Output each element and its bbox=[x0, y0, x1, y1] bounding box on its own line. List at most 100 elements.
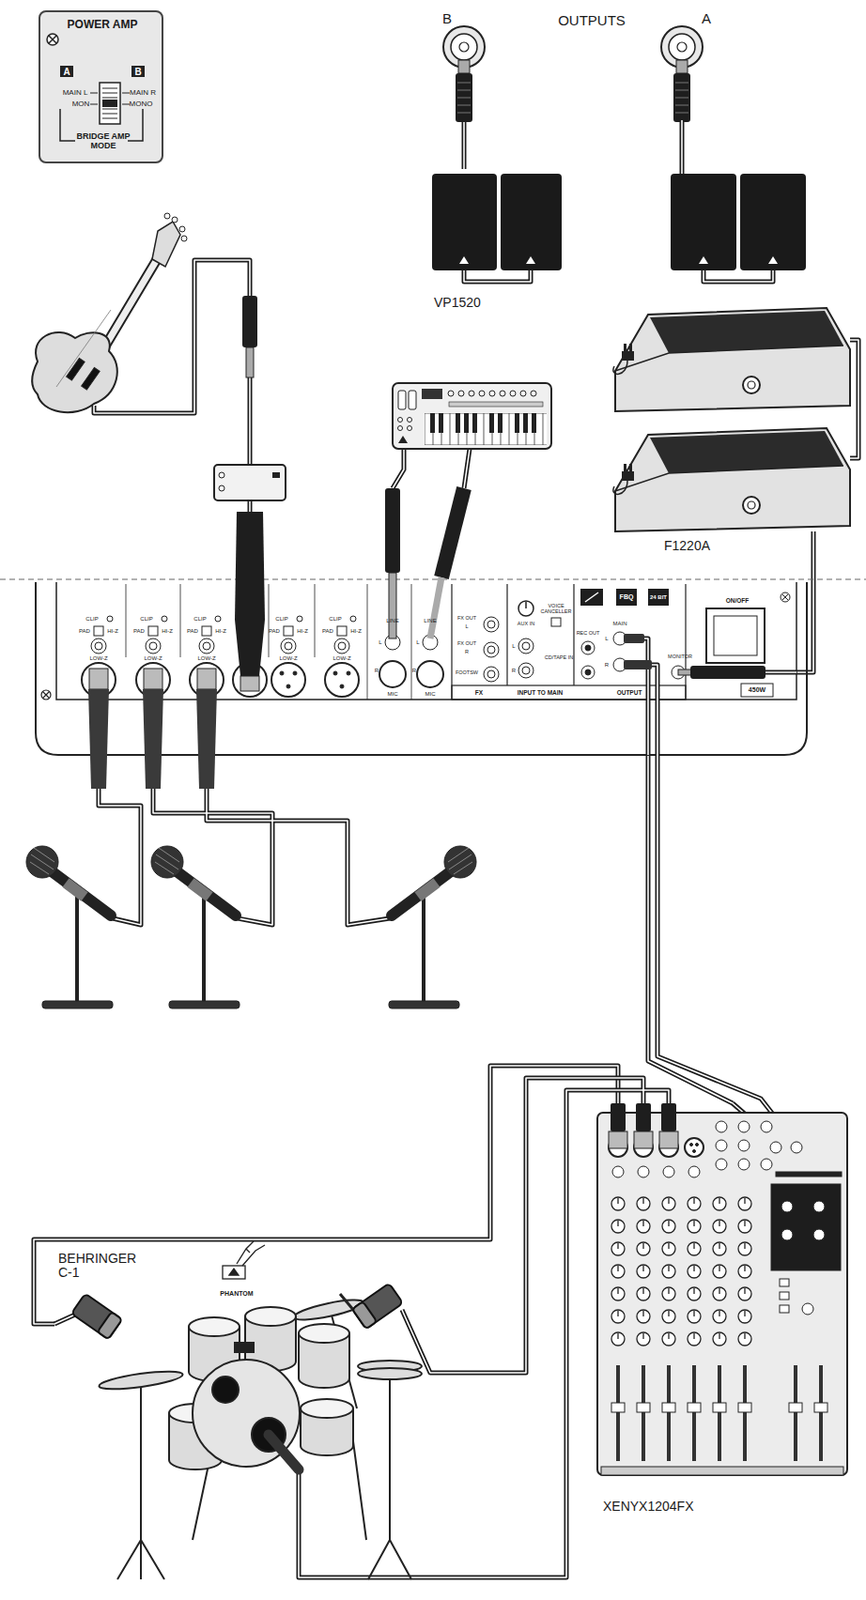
speakon-plug bbox=[455, 73, 473, 123]
channel-controls bbox=[483, 666, 499, 682]
vocal-mic-stand bbox=[391, 871, 451, 916]
panel-label: MAIN R bbox=[129, 89, 156, 98]
panel-label: FX OUT bbox=[457, 615, 477, 621]
xlr-plug bbox=[197, 668, 217, 690]
cable bbox=[247, 500, 253, 512]
channel-controls bbox=[201, 626, 212, 636]
monitor-plug bbox=[678, 665, 766, 680]
logo-badge bbox=[580, 588, 669, 606]
cable-core bbox=[206, 788, 390, 926]
xenyx-body bbox=[779, 1305, 789, 1314]
xlr-plug bbox=[88, 689, 109, 789]
channel-controls bbox=[215, 616, 221, 622]
power-amp-panel bbox=[102, 99, 118, 108]
combo-jack bbox=[668, 33, 696, 61]
channel-controls bbox=[551, 618, 561, 627]
channel-controls bbox=[487, 620, 495, 629]
channel-controls bbox=[706, 608, 765, 664]
xenyx-body bbox=[802, 1303, 814, 1315]
power-amp-panel bbox=[102, 88, 118, 119]
vocal-mic-stand bbox=[388, 1001, 460, 1009]
channel-controls bbox=[337, 626, 347, 636]
di-box bbox=[272, 472, 280, 479]
panel-label: L bbox=[416, 639, 419, 647]
drum-kit bbox=[117, 1382, 165, 1580]
midi-keyboard bbox=[398, 426, 403, 432]
cable-outline bbox=[648, 755, 733, 1104]
logo-badge bbox=[585, 592, 599, 603]
rca-plug bbox=[623, 660, 652, 670]
cable-core bbox=[796, 556, 814, 673]
amp-panel: POWER AMPBRIDGE AMP MODE bbox=[38, 10, 164, 164]
phantom-icon bbox=[222, 1241, 265, 1280]
jack-plug bbox=[388, 572, 397, 639]
speaker-pair: VP1520 bbox=[427, 169, 569, 315]
panel-label: VOICE CANCELLER bbox=[538, 603, 574, 615]
di-box bbox=[214, 464, 286, 501]
panel-label: REC OUT bbox=[576, 630, 601, 636]
xlr-plug bbox=[661, 1103, 677, 1132]
node-text: INPUT TO MAIN bbox=[517, 689, 564, 696]
panel-label: LOW-Z bbox=[197, 655, 216, 663]
drum-kit bbox=[268, 1435, 299, 1470]
node-text: BEHRINGER C-1 bbox=[58, 1252, 148, 1282]
panel-label: R bbox=[374, 667, 379, 675]
power-amp-panel bbox=[38, 10, 164, 164]
jack-plug bbox=[242, 295, 258, 378]
channel-controls bbox=[91, 638, 107, 654]
panel-label: MAIN L bbox=[62, 89, 89, 98]
jack-plug bbox=[441, 488, 464, 578]
xenyx-body bbox=[738, 1159, 750, 1171]
channel-controls bbox=[581, 641, 595, 655]
panel-label: MIC bbox=[387, 691, 399, 698]
panel-label: MON bbox=[72, 100, 91, 109]
bass-guitar bbox=[31, 332, 118, 413]
vocal-mic-stand bbox=[30, 848, 55, 875]
channel-controls bbox=[585, 645, 591, 651]
xenyx-body bbox=[813, 1201, 825, 1213]
channel-controls bbox=[518, 638, 534, 654]
channel-controls bbox=[148, 626, 158, 636]
cable-core bbox=[54, 120, 859, 1578]
xenyx-body bbox=[688, 1166, 700, 1178]
channel-controls bbox=[283, 626, 294, 636]
node-text: F1220A bbox=[664, 539, 711, 554]
channel-controls bbox=[161, 616, 168, 622]
drum-kit bbox=[368, 1373, 412, 1580]
cable bbox=[765, 670, 797, 676]
panel-label: A bbox=[62, 66, 70, 78]
panel-label: HI-Z bbox=[107, 628, 119, 635]
speaker-cabinet bbox=[670, 173, 737, 271]
midi-keyboard bbox=[398, 417, 403, 423]
cable-connector bbox=[796, 556, 814, 673]
cable-connector bbox=[463, 73, 465, 170]
jack-plug bbox=[242, 295, 258, 348]
midi-keyboard bbox=[392, 383, 552, 449]
cable bbox=[247, 377, 253, 465]
channel-controls bbox=[713, 616, 758, 656]
xenyx-body bbox=[605, 1361, 758, 1468]
xlr-plug bbox=[143, 668, 163, 690]
panel-label: PAD bbox=[322, 628, 334, 635]
cable-core bbox=[648, 755, 733, 1104]
xlr-plug bbox=[234, 511, 265, 677]
channel-controls bbox=[518, 663, 534, 679]
channel-controls bbox=[324, 663, 359, 697]
vocal-mic-stand bbox=[42, 1001, 113, 1009]
midi-keyboard bbox=[520, 390, 526, 397]
midi-keyboard bbox=[458, 390, 464, 397]
xenyx-body bbox=[760, 1159, 773, 1171]
xlr-plug bbox=[142, 689, 164, 789]
midi-keyboard bbox=[424, 413, 547, 446]
channel-controls bbox=[199, 638, 215, 654]
channel-controls bbox=[417, 661, 444, 688]
output-jack: A bbox=[659, 7, 720, 74]
cable-core bbox=[153, 788, 273, 926]
midi-keyboard bbox=[421, 388, 443, 400]
monitor-plug bbox=[678, 669, 692, 676]
cable-core bbox=[463, 270, 531, 282]
vocal-mic-stand bbox=[75, 896, 79, 1002]
channel-controls bbox=[107, 616, 113, 622]
